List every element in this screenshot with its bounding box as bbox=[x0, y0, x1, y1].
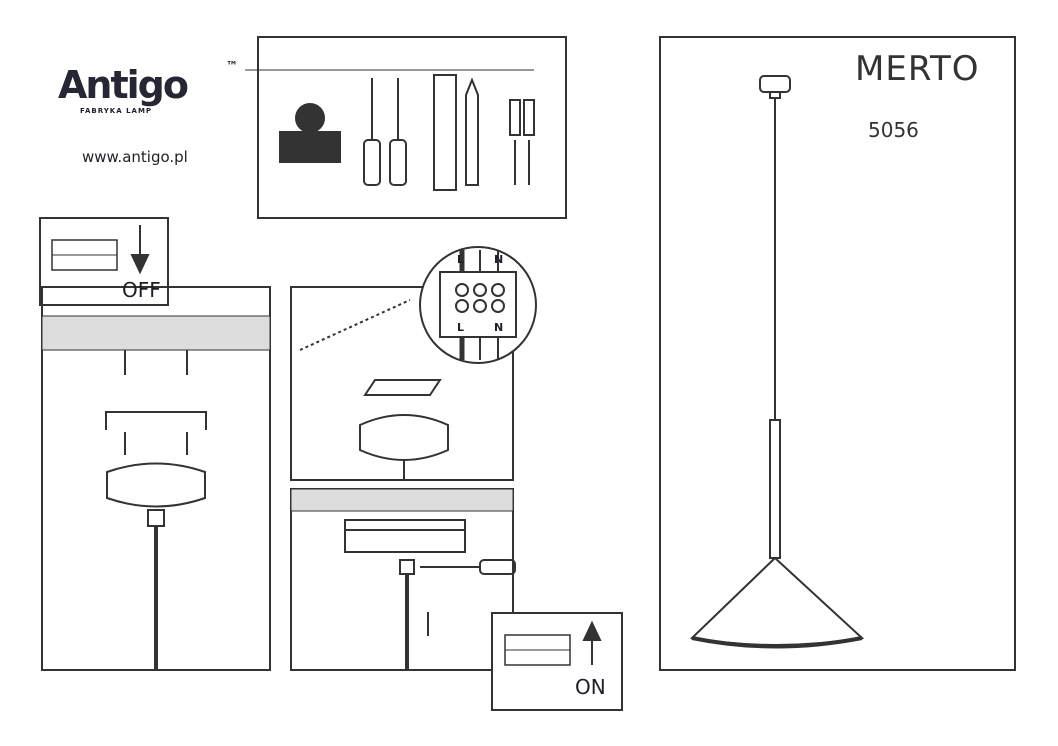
trademark: ™ bbox=[226, 59, 238, 73]
mounting-panel bbox=[41, 286, 271, 671]
wiring-panel bbox=[290, 246, 537, 481]
arrow-down-icon bbox=[130, 225, 150, 275]
power-on-panel bbox=[491, 612, 623, 711]
website-link[interactable]: www.antigo.pl bbox=[82, 148, 188, 166]
power-off-label: OFF bbox=[122, 278, 161, 302]
terminal-live-bottom: L bbox=[457, 321, 465, 334]
terminal-live-top: L bbox=[457, 253, 465, 266]
arrow-up-icon bbox=[582, 620, 602, 665]
screwdriver-icon bbox=[420, 559, 516, 575]
tools-panel bbox=[245, 36, 567, 219]
screwdriver-icon bbox=[363, 78, 407, 186]
product-name: MERTO bbox=[855, 49, 980, 89]
ruler-icon bbox=[433, 74, 457, 191]
installer-icon bbox=[279, 103, 341, 163]
fixing-panel bbox=[290, 488, 516, 671]
power-off-panel bbox=[39, 217, 169, 306]
terminal-neutral-bottom: N bbox=[494, 321, 504, 334]
pencil-icon bbox=[465, 77, 479, 186]
brand-logo: Antigo bbox=[58, 63, 189, 107]
pendant-lamp-illustration bbox=[689, 75, 865, 649]
product-code: 5056 bbox=[868, 118, 919, 142]
power-on-label: ON bbox=[575, 675, 606, 699]
product-panel bbox=[659, 36, 1016, 671]
terminal-neutral-top: N bbox=[494, 253, 504, 266]
brand-tagline: FABRYKA LAMP bbox=[80, 107, 153, 115]
wall-plug-icon bbox=[509, 99, 535, 185]
